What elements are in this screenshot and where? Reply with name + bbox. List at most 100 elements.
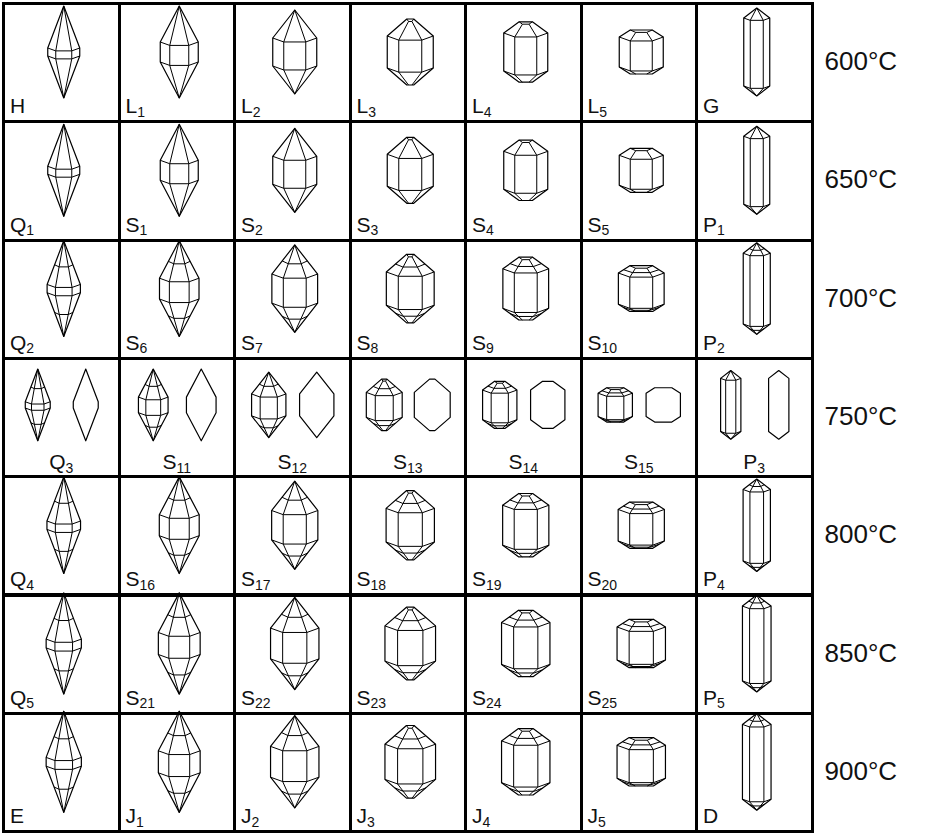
crystal-face-edge xyxy=(750,20,751,88)
crystal-face-edge xyxy=(502,783,550,787)
crystal-cell: S21 xyxy=(118,594,237,715)
crystal-face-edge xyxy=(514,155,515,193)
crystal-face-edge xyxy=(412,21,422,40)
crystal-face-edge xyxy=(158,633,200,637)
crystal-cell: S25 xyxy=(580,594,699,715)
crystal-drawing xyxy=(160,124,198,216)
crystal-outline xyxy=(271,716,319,808)
habit-code: P5 xyxy=(703,687,725,708)
crystal-face-edge xyxy=(742,799,771,802)
crystal-face-edge xyxy=(138,397,168,400)
crystal-cell: S13 xyxy=(349,357,468,478)
crystal-face-edge xyxy=(749,727,750,802)
habit-code: S3 xyxy=(357,214,379,235)
crystal-face-edge xyxy=(373,423,395,425)
crystal-face-edge xyxy=(407,137,414,139)
crystal-face-edge xyxy=(32,410,44,441)
crystal-face-edge xyxy=(386,542,434,546)
crystal-drawing xyxy=(46,711,81,812)
crystal-outline xyxy=(619,148,663,192)
crystal-face-edge xyxy=(284,10,306,42)
crystal-face-edge xyxy=(622,663,660,666)
crystal-face-edge xyxy=(169,711,190,754)
crystal-face-edge xyxy=(169,658,190,694)
crystal-face-edge xyxy=(513,627,514,669)
crystal-cell: S5 xyxy=(580,120,699,241)
crystal-outline xyxy=(160,6,198,98)
crystal-face-edge xyxy=(55,287,56,295)
crystal-drawing xyxy=(385,726,436,799)
crystal-drawing xyxy=(744,8,770,96)
crystal-face-edge xyxy=(515,75,523,82)
crystal-drawing xyxy=(504,140,548,200)
crystal-face-edge xyxy=(395,617,426,620)
crystal-face-edge xyxy=(742,606,771,609)
crystal-outline xyxy=(273,10,317,94)
crystal-face-edge xyxy=(283,307,306,332)
crystal-face-edge xyxy=(750,326,764,334)
crystal-outline xyxy=(272,245,318,332)
crystal-cell: S12 xyxy=(233,357,352,478)
crystal-cell: E xyxy=(2,712,121,833)
crystal-face-edge xyxy=(283,515,284,544)
crystal-face-edge xyxy=(598,393,632,396)
crystal-face-edge xyxy=(623,396,624,419)
crystal-face-edge xyxy=(48,166,80,169)
crystal-face-edge xyxy=(55,711,73,760)
crystal-outline xyxy=(504,22,548,82)
crystal-face-edge xyxy=(630,159,631,189)
crystal-drawing xyxy=(387,19,433,85)
crystal-cell: L5 xyxy=(580,2,699,123)
crystal-face-edge xyxy=(721,431,741,433)
crystal-outline xyxy=(366,379,402,430)
habit-code: S9 xyxy=(472,332,494,353)
crystal-face-edge xyxy=(509,735,542,738)
crystal-face-edge xyxy=(160,400,161,416)
crystal-face-edge xyxy=(283,481,306,515)
crystal-face-edge xyxy=(750,563,764,571)
crystal-drawing xyxy=(158,593,200,694)
crystal-face-edge xyxy=(503,545,549,549)
crystal-face-edge xyxy=(395,500,425,503)
crystal-outline xyxy=(769,371,789,440)
crystal-face-edge xyxy=(750,139,751,207)
crystal-face-edge xyxy=(399,190,409,203)
crystal-drawing xyxy=(483,381,565,428)
crystal-drawing xyxy=(743,479,770,571)
crystal-face-edge xyxy=(282,751,283,782)
crystal-face-edge xyxy=(168,553,190,556)
habit-code: Q2 xyxy=(10,332,34,353)
crystal-face-edge xyxy=(395,550,425,553)
crystal-face-edge xyxy=(169,593,190,636)
crystal-face-edge xyxy=(189,636,190,658)
crystal-face-edge xyxy=(606,396,607,419)
crystal-face-edge xyxy=(750,802,764,810)
crystal-face-edge xyxy=(252,416,286,419)
crystal-face-edge xyxy=(272,274,318,278)
crystal-face-edge xyxy=(763,139,764,207)
crystal-face-edge xyxy=(619,67,663,71)
crystal-cell: S3 xyxy=(349,120,468,241)
crystal-face-edge xyxy=(763,727,764,802)
crystal-cell: S18 xyxy=(349,475,468,596)
crystal-face-edge xyxy=(55,241,72,288)
habit-code: S7 xyxy=(241,332,263,353)
crystal-cell: S14 xyxy=(464,357,583,478)
crystal-face-edge xyxy=(750,126,763,138)
crystal-face-edge xyxy=(170,124,189,163)
crystal-cell: S11 xyxy=(118,357,237,478)
crystal-face-edge xyxy=(305,42,306,70)
crystal-face-edge xyxy=(366,392,402,395)
crystal-face-edge xyxy=(653,631,654,664)
crystal-face-edge xyxy=(619,155,663,159)
crystal-face-edge xyxy=(271,628,319,632)
habit-code: L3 xyxy=(357,95,376,116)
crystal-face-edge xyxy=(504,151,548,155)
crystal-face-edge xyxy=(158,773,200,777)
crystal-cell: S15 xyxy=(580,357,699,478)
crystal-outline xyxy=(273,128,317,212)
habit-code: P1 xyxy=(703,214,725,235)
crystal-face-edge xyxy=(399,140,409,159)
crystal-outline xyxy=(502,610,550,676)
crystal-face-edge xyxy=(387,186,433,190)
